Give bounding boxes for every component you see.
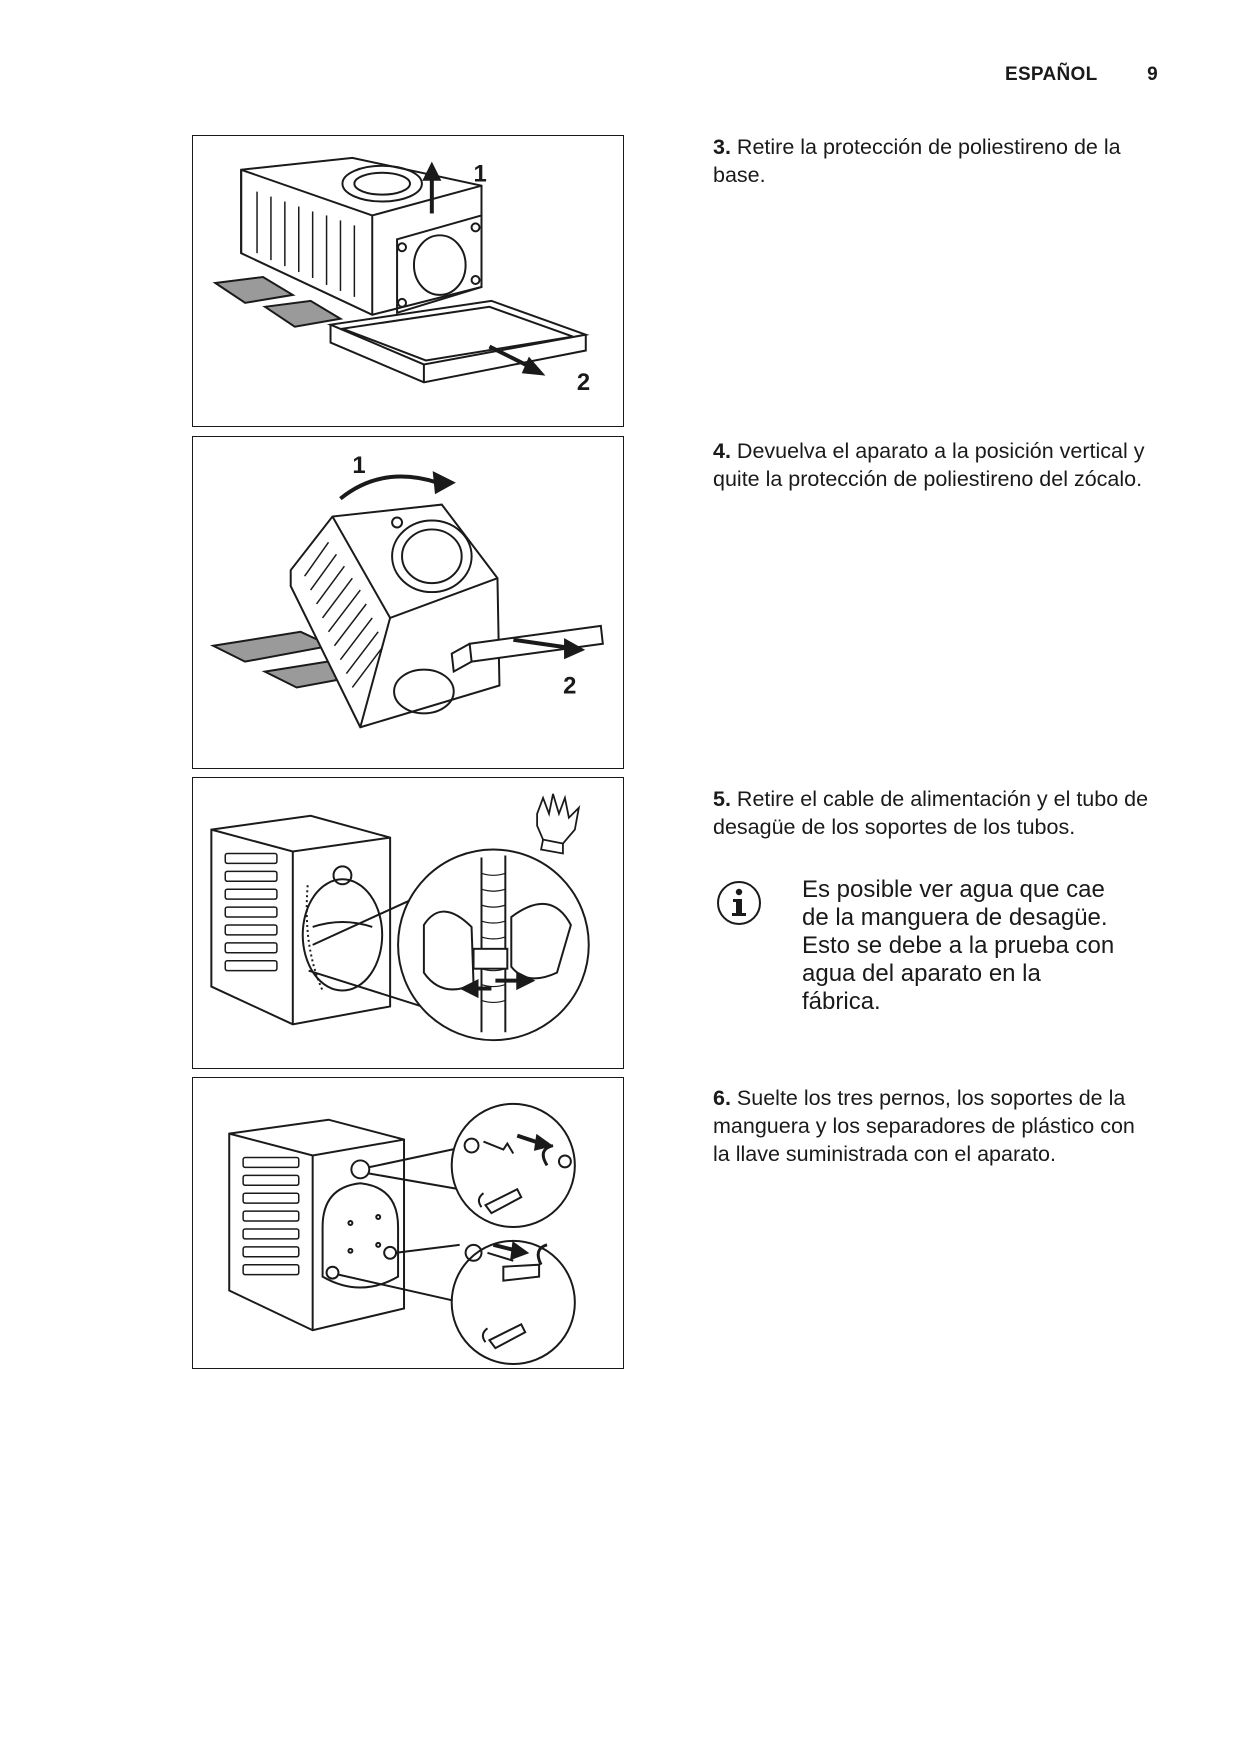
step-3: 3. Retire la protección de poliestireno … bbox=[713, 133, 1153, 189]
info-icon bbox=[717, 881, 761, 925]
callout-2: 2 bbox=[563, 672, 576, 699]
step-number: 3. bbox=[713, 135, 731, 159]
step-4: 4. Devuelva el aparato a la posición ver… bbox=[713, 437, 1153, 493]
step-number: 5. bbox=[713, 787, 731, 811]
washer-on-side-illustration: 1 2 bbox=[212, 156, 590, 396]
callout-1: 1 bbox=[474, 161, 487, 188]
step-6: 6. Suelte los tres pernos, los soportes … bbox=[713, 1084, 1153, 1168]
step-text: Devuelva el aparato a la posición vertic… bbox=[713, 439, 1145, 491]
page-header: ESPAÑOL 9 bbox=[1005, 64, 1158, 86]
step-text: Retire el cable de alimentación y el tub… bbox=[713, 787, 1149, 839]
page-number: 9 bbox=[1147, 64, 1158, 85]
note-text: Es posible ver agua que cae de la mangue… bbox=[802, 876, 1115, 1015]
figure-remove-cable-hose bbox=[192, 777, 624, 1069]
washer-tilting-illustration: 1 2 bbox=[209, 452, 604, 729]
step-number: 4. bbox=[713, 439, 731, 463]
language-label: ESPAÑOL bbox=[1004, 64, 1098, 85]
figure-remove-bolts bbox=[192, 1077, 624, 1369]
step-text: Suelte los tres pernos, los soportes de … bbox=[713, 1086, 1135, 1166]
step-number: 6. bbox=[713, 1086, 731, 1110]
step-text: Retire la protección de poliestireno de … bbox=[713, 135, 1121, 187]
callout-1: 1 bbox=[352, 452, 365, 479]
callout-2: 2 bbox=[577, 369, 590, 396]
washer-rear-hose-illustration bbox=[210, 793, 590, 1042]
figure-remove-base-protection: 1 2 bbox=[192, 135, 624, 427]
step-5: 5. Retire el cable de alimentación y el … bbox=[713, 785, 1153, 841]
figure-upright-remove-plinth: 1 2 bbox=[192, 436, 624, 769]
washer-rear-bolts-illustration bbox=[228, 1102, 576, 1366]
glove-icon bbox=[536, 793, 581, 855]
